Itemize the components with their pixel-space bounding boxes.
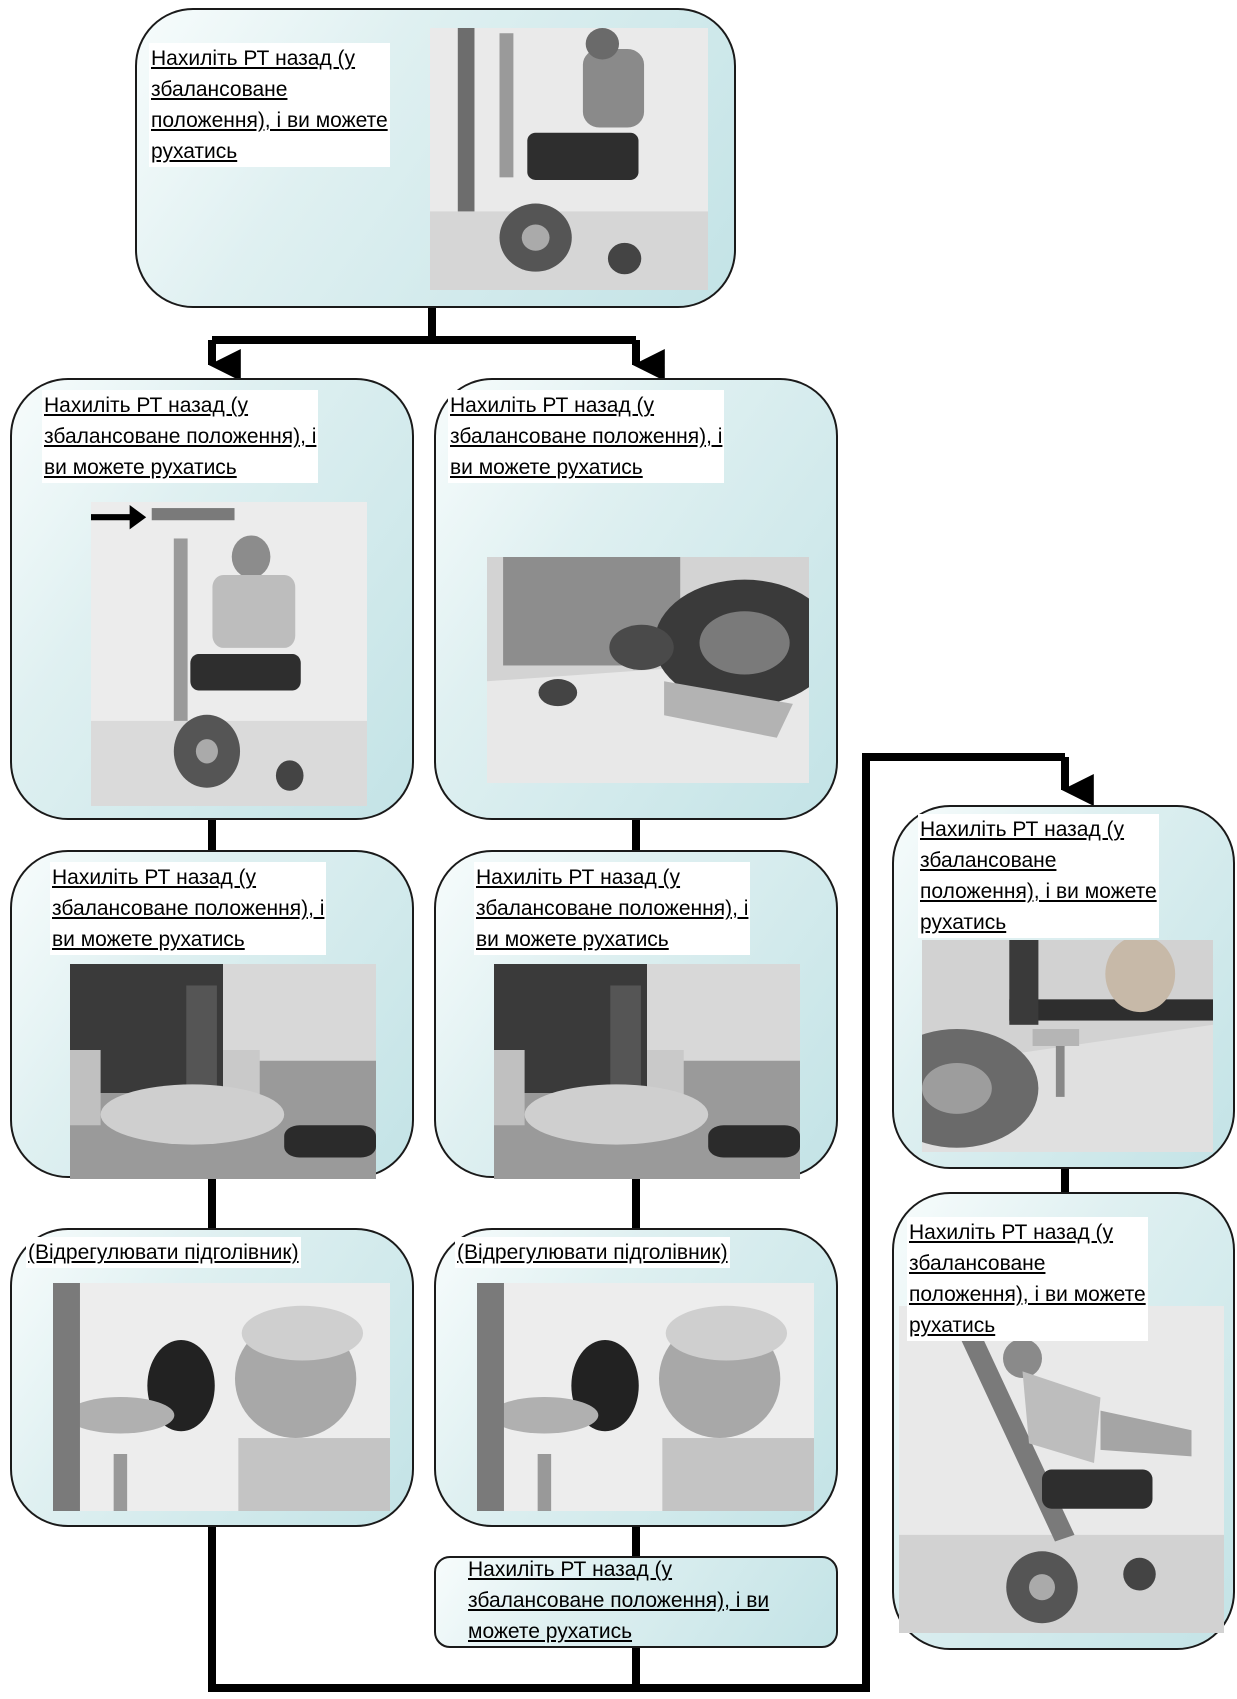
step-box-2: Нахиліть РТ назад (у збалансоване положе… [10, 378, 414, 820]
step-box-5: Нахиліть РТ назад (у збалансоване положе… [434, 850, 838, 1179]
step-2-caption: Нахиліть РТ назад (у збалансоване положе… [42, 390, 319, 483]
photo-wheelchair-tilted-side [430, 28, 708, 290]
step-box-9: Нахиліть РТ назад (у збалансоване положе… [892, 805, 1235, 1169]
photo-brake-lever-closeup [922, 940, 1213, 1152]
step-3-caption: Нахиліть РТ назад (у збалансоване положе… [448, 390, 725, 483]
photo-armrest-adjustment [70, 964, 376, 1179]
step-box-7: (Відрегулювати підголівник) [434, 1228, 838, 1527]
photo-headrest-adjustment [477, 1283, 814, 1511]
step-1-caption: Нахиліть РТ назад (у збалансоване положе… [149, 43, 390, 167]
step-6-caption: (Відрегулювати підголівник) [26, 1237, 301, 1268]
photo-headrest-adjustment [53, 1283, 390, 1511]
step-7-caption: (Відрегулювати підголівник) [455, 1237, 730, 1268]
photo-wheel-locking-closeup [487, 557, 809, 783]
step-box-8: Нахиліть РТ назад (у збалансоване положе… [434, 1556, 838, 1648]
step-box-10: Нахиліть РТ назад (у збалансоване положе… [892, 1192, 1235, 1650]
step-box-6: (Відрегулювати підголівник) [10, 1228, 414, 1527]
step-box-3: Нахиліть РТ назад (у збалансоване положе… [434, 378, 838, 820]
step-9-caption: Нахиліть РТ назад (у збалансоване положе… [918, 814, 1159, 938]
step-10-caption: Нахиліть РТ назад (у збалансоване положе… [907, 1217, 1148, 1341]
photo-armrest-adjustment [494, 964, 800, 1179]
photo-wheelchair-balanced-tilt [899, 1306, 1224, 1633]
step-box-1: Нахиліть РТ назад (у збалансоване положе… [135, 8, 736, 308]
step-box-4: Нахиліть РТ назад (у збалансоване положе… [10, 850, 414, 1179]
step-8-caption: Нахиліть РТ назад (у збалансоване положе… [468, 1558, 770, 1643]
photo-wheelchair-handle-arrow [91, 502, 367, 806]
step-4-caption: Нахиліть РТ назад (у збалансоване положе… [50, 862, 327, 955]
step-5-caption: Нахиліть РТ назад (у збалансоване положе… [474, 862, 751, 955]
